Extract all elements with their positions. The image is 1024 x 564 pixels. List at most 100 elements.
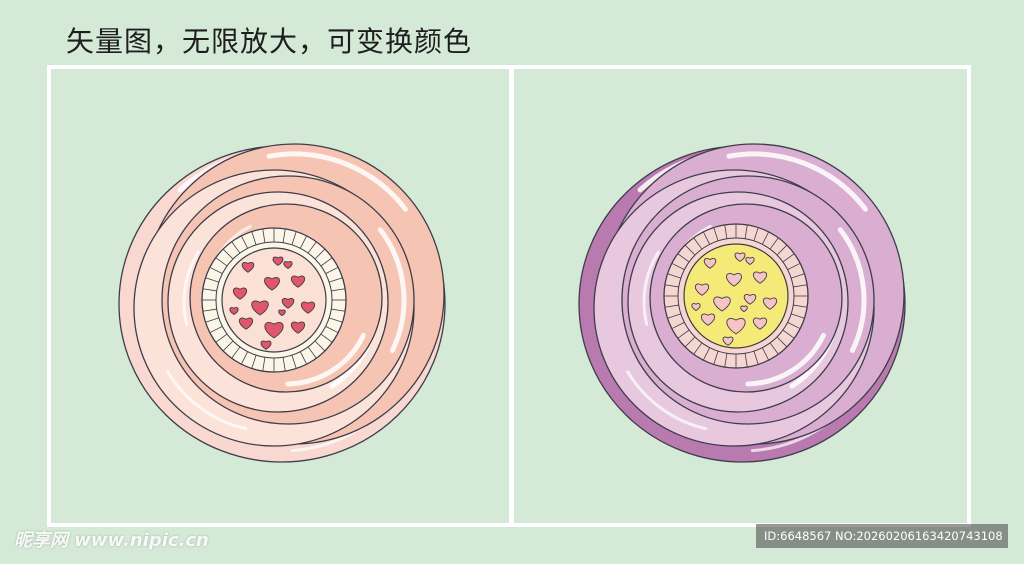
heart-icon — [726, 273, 742, 287]
stamen-tick — [677, 329, 690, 339]
petal-highlight — [745, 332, 826, 387]
heart-icon — [283, 261, 293, 270]
stamen-tick — [761, 347, 770, 361]
heart-icon — [694, 283, 710, 296]
heart-icon — [722, 336, 734, 346]
heart-icon — [752, 317, 768, 330]
stamen-tick — [205, 317, 219, 323]
stamen-tick — [753, 227, 759, 241]
stamen-tick — [282, 357, 286, 372]
stamen-tick — [664, 304, 679, 308]
stamen-tick — [769, 342, 779, 355]
heart-icon — [752, 271, 768, 284]
stamen-tick — [331, 308, 346, 312]
heart-icon — [272, 256, 284, 266]
petal-highlight — [266, 151, 408, 212]
stamen-tick — [791, 273, 805, 279]
stamen-tick — [677, 253, 690, 263]
stamen-tick — [744, 353, 748, 368]
stamen-tick — [724, 224, 728, 239]
stamen-tick — [693, 237, 703, 250]
petal-highlight — [626, 370, 708, 431]
heart-icon — [713, 296, 731, 312]
watermark-id: ID:6648567 NO:20260206163420743108 — [756, 524, 1008, 548]
petal-highlight — [182, 250, 200, 326]
flower-illustration-pink — [118, 143, 446, 463]
stamen-tick — [724, 353, 728, 368]
stamen-tick — [314, 340, 326, 352]
petal-highlight — [837, 227, 867, 353]
stamen-tick — [329, 277, 343, 283]
stamen-tick — [299, 351, 308, 365]
stamen-tick — [291, 355, 297, 369]
stamen-tick — [782, 329, 795, 339]
frame-divider — [509, 65, 514, 527]
stamen-tick — [702, 347, 711, 361]
heart-icon — [264, 322, 284, 339]
stamen-tick — [282, 228, 286, 243]
stamen-tick — [209, 266, 223, 275]
stamen-tick — [222, 248, 234, 260]
heart-icon — [691, 303, 701, 312]
stamen-tick — [787, 262, 801, 271]
stamen-tick — [787, 321, 801, 330]
stamen-tick — [331, 288, 346, 292]
stamen-tick — [329, 317, 343, 323]
stamen-tick — [325, 325, 339, 334]
stamen-tick — [251, 231, 257, 245]
heart-icon — [251, 300, 269, 316]
stamen-tick — [240, 235, 249, 249]
stamen-tick — [222, 340, 234, 352]
stamen-tick — [231, 346, 241, 359]
petal-highlight — [166, 370, 248, 431]
stamen-tick — [782, 253, 795, 263]
stamen-tick — [667, 313, 681, 319]
stamen-tick — [307, 241, 317, 254]
stamen-tick — [215, 257, 228, 267]
stamen-tick — [307, 346, 317, 359]
stamen-tick — [671, 321, 685, 330]
stamen-tick — [205, 277, 219, 283]
heart-icon — [241, 262, 255, 273]
stamen-tick — [240, 351, 249, 365]
heart-icon — [703, 258, 717, 269]
heart-icon — [260, 340, 272, 350]
flower-illustration-purple — [578, 143, 906, 463]
stamen-tick — [325, 266, 339, 275]
stamen-tick — [231, 241, 241, 254]
heart-icon — [229, 307, 239, 316]
petal-highlight — [285, 332, 366, 387]
petal-highlight — [642, 250, 660, 326]
stamen-tick — [702, 231, 711, 245]
stamen-tick — [314, 248, 326, 260]
stamen-tick — [776, 244, 788, 256]
heart-icon — [734, 252, 746, 262]
stamen-tick — [684, 244, 696, 256]
stamen-tick — [291, 231, 297, 245]
stamen-tick — [753, 351, 759, 365]
heart-icon — [290, 275, 306, 288]
stamen-tick — [251, 355, 257, 369]
heart-icon — [745, 257, 755, 266]
stamen-tick — [791, 313, 805, 319]
stamen-tick — [713, 351, 719, 365]
stamen-tick — [761, 231, 770, 245]
stamen-tick — [299, 235, 308, 249]
heart-icon — [238, 317, 254, 330]
stamen-tick — [664, 284, 679, 288]
stamen-tick — [667, 273, 681, 279]
stamen-tick — [793, 284, 808, 288]
stamen-tick — [671, 262, 685, 271]
stamen-tick — [320, 257, 333, 267]
stamen-tick — [684, 336, 696, 348]
stamen-tick — [744, 224, 748, 239]
stamen-tick — [769, 237, 779, 250]
heart-icon — [740, 305, 748, 313]
stamen-tick — [209, 325, 223, 334]
heart-icon — [281, 298, 295, 309]
stamen-tick — [693, 342, 703, 355]
heart-icon — [700, 313, 716, 326]
stamen-tick — [776, 336, 788, 348]
heart-icon — [762, 297, 778, 310]
watermark-logo: 昵享网 www.nipic.cn — [14, 530, 209, 551]
